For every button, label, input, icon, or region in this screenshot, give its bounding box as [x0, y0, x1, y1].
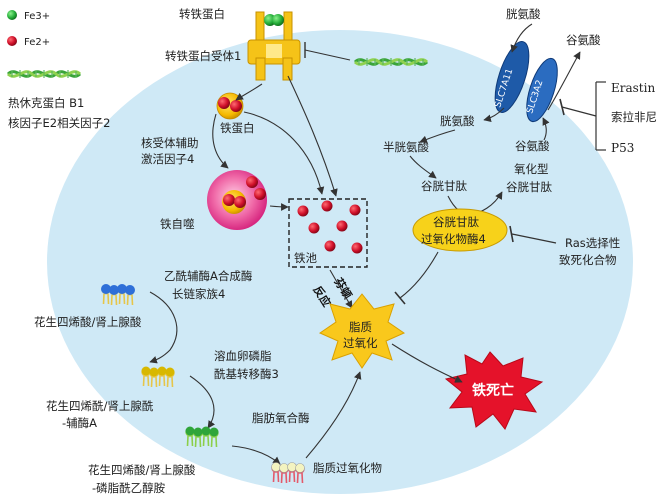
lipid-peroxide-label: 脂质过氧化物 [313, 461, 382, 475]
cysteine-label: 半胱氨酸 [383, 140, 429, 154]
gpx4-label-1: 谷胱甘肽 [433, 215, 479, 229]
rsl3-label-1: Ras选择性 [565, 236, 620, 250]
gssg-label-1: 氧化型 [514, 162, 549, 176]
lipid-peroxide-icon [270, 462, 306, 484]
ferroptosis-label: 铁死亡 [472, 382, 514, 399]
legend-hsp-label: 热休克蛋白 B1 [8, 96, 84, 110]
ncoa4-label-2: 激活因子4 [141, 152, 194, 166]
iron-pool-label: 铁池 [294, 251, 317, 265]
fe2-ion-icon [7, 36, 17, 46]
transferrin-receptor-label: 转铁蛋白受体1 [165, 49, 241, 63]
legend: Fe3+ Fe2+ 热休克蛋白 B1 核因子E2相关因子2 [6, 10, 110, 130]
lipid-peroxidation-label-1: 脂质 [349, 320, 372, 334]
ncoa4-label-1: 核受体辅助 [141, 136, 199, 150]
ferritinophagy-label: 铁自噬 [160, 217, 195, 231]
erastin-label: Erastin [611, 81, 655, 95]
iron-pool-group: 铁池 [288, 198, 368, 268]
gssg-label-2: 谷胱甘肽 [506, 180, 552, 194]
dna-helix-icon [6, 68, 82, 80]
lpcat3-label-1: 溶血卵磷脂 [214, 349, 272, 363]
lipid-peroxidation-node: 脂质 过氧化 [318, 293, 406, 369]
system-xc-group: 胱氨酸 谷氨酸 SLC7A11 SLC3A2 Erastin 索拉非尼 P53 … [440, 7, 657, 155]
inhibit-receptor-line [304, 49, 351, 61]
glutamate-outside-label: 谷氨酸 [566, 33, 601, 47]
pe-lipid-icon [185, 426, 219, 448]
slc7a11-transporter [494, 41, 530, 113]
cystine-inside-label: 胱氨酸 [440, 114, 475, 128]
aa-label: 花生四烯酸/肾上腺酸 [34, 315, 142, 329]
iron-flow-arrows [212, 75, 463, 383]
aa-coa-label-2: -辅酶A [62, 416, 97, 430]
acsl4-label-1: 乙酰辅酶A合成酶 [164, 269, 252, 283]
rsl3-label-2: 致死化合物 [559, 253, 617, 267]
gpx4-enzyme [412, 208, 508, 252]
gsh-label: 谷胱甘肽 [421, 179, 467, 193]
cystine-outside-label: 胱氨酸 [506, 7, 541, 21]
ferritin-group: 铁蛋白 核受体辅助 激活因子4 [141, 92, 255, 166]
gpx4-label-2: 过氧化物酶4 [421, 232, 486, 246]
pe-label-1: 花生四烯酸/肾上腺酸 [88, 463, 196, 477]
fe3-ion-icon [7, 10, 17, 20]
ferritin-label: 铁蛋白 [220, 121, 255, 135]
lox-label: 脂肪氧合酶 [252, 411, 310, 425]
legend-fe3-label: Fe3+ [24, 11, 50, 22]
aa-lipid-heads [101, 284, 135, 295]
transferrin-label: 转铁蛋白 [179, 7, 225, 21]
ferroptosis-star [444, 351, 544, 430]
legend-nrf2-label: 核因子E2相关因子2 [8, 116, 110, 130]
slc3a2-transporter [526, 57, 558, 123]
lpcat3-label-2: 酰基转移酶3 [214, 367, 279, 381]
ferroptosis-node: 铁死亡 [444, 351, 544, 430]
acsl4-label-2: 长链家族4 [172, 287, 225, 301]
pe-label-2: -磷脂酰乙醇胺 [92, 481, 166, 495]
aa-coa-lipid-icon [141, 366, 175, 388]
p53-label: P53 [611, 141, 634, 155]
glutamate-inside-label: 谷氨酸 [515, 139, 550, 153]
lipid-pathway: 花生四烯酸/肾上腺酸 乙酰辅酶A合成酶 长链家族4 花生四烯酰/肾上腺酰 -辅酶… [34, 269, 382, 495]
gsh-pathway: 半胱氨酸 谷胱甘肽 氧化型 谷胱甘肽 谷胱甘肽 过氧化物酶4 Ras选择性 致死… [383, 129, 620, 305]
sorafenib-label: 索拉非尼 [611, 110, 657, 124]
ferritinophagy-group: 铁自噬 [160, 170, 267, 231]
legend-fe2-label: Fe2+ [24, 37, 50, 48]
lipid-peroxidation-star [318, 293, 406, 369]
iron-pool-box [288, 198, 368, 268]
receptor-icon [247, 11, 301, 81]
aa-coa-label-1: 花生四烯酰/肾上腺酰 [46, 399, 154, 413]
lipid-peroxidation-label-2: 过氧化 [343, 336, 378, 350]
transferrin-receptor-group: 转铁蛋白 转铁蛋白受体1 [165, 7, 429, 81]
